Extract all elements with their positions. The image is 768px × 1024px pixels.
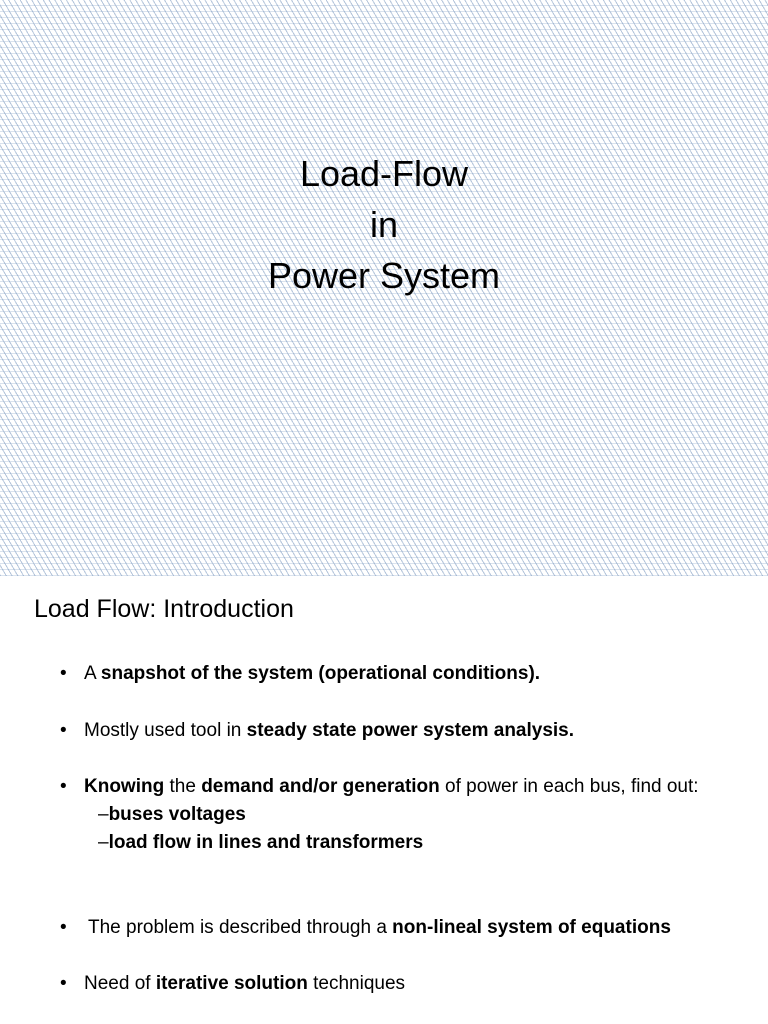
content-heading: Load Flow: Introduction	[34, 595, 294, 623]
bullet-item-3: • Knowing the demand and/or generation o…	[60, 773, 750, 857]
sub-item-dash: –	[98, 832, 109, 853]
bullet-text-bold: snapshot of the system (operational cond…	[100, 663, 541, 684]
sub-item-dash: –	[98, 804, 109, 825]
bullet-text-bold: steady state power system analysis.	[246, 720, 575, 741]
title-line-2: in	[369, 204, 399, 245]
bullet-item-1: • A snapshot of the system (operational …	[60, 660, 750, 688]
bullet-text-bold: non-lineal system of equations	[392, 917, 671, 938]
bullet-text-bold: Knowing	[84, 776, 165, 797]
bullet-glyph: •	[60, 776, 67, 797]
sub-item-buses-voltages: –buses voltages	[98, 801, 750, 829]
bullet-glyph: •	[60, 917, 67, 938]
bullet-text-plain: techniques	[307, 973, 406, 994]
title-line-1: Load-Flow	[299, 153, 469, 194]
bullet-text-plain: of power in each bus, find out:	[439, 776, 699, 797]
title-slide: Load-Flow in Power System	[0, 0, 768, 576]
bullet-text-plain: the	[164, 776, 202, 797]
bullet-glyph: •	[60, 973, 67, 994]
sub-item-text: buses voltages	[108, 804, 246, 825]
bullet-text: A snapshot of the system (operational co…	[84, 660, 750, 688]
bullet-text-plain: The problem is described through a	[88, 917, 393, 938]
bullet-text: The problem is described through a non-l…	[88, 914, 750, 942]
bullet-item-4: • The problem is described through a non…	[60, 914, 750, 942]
bullet-glyph: •	[60, 720, 67, 741]
slide-title: Load-Flow in Power System	[0, 148, 768, 301]
title-line-3: Power System	[267, 255, 501, 296]
bullet-text-plain: A	[84, 663, 101, 684]
bullet-text: Mostly used tool in steady state power s…	[84, 717, 750, 745]
bullet-text: Knowing the demand and/or generation of …	[84, 773, 750, 801]
bullet-text-plain: Mostly used tool in	[84, 720, 247, 741]
bullet-text-bold: demand and/or generation	[201, 776, 440, 797]
bullet-glyph: •	[60, 663, 67, 684]
bullet-item-2: • Mostly used tool in steady state power…	[60, 717, 750, 745]
bullet-text-bold: iterative solution	[155, 973, 308, 994]
sub-item-text: load flow in lines and transformers	[108, 832, 424, 853]
bullet-item-5: • Need of iterative solution techniques	[60, 970, 750, 998]
sub-item-load-flow: –load flow in lines and transformers	[98, 829, 750, 857]
content-slide: Load Flow: Introduction • A snapshot of …	[0, 576, 768, 1024]
bullet-text-plain: Need of	[84, 973, 156, 994]
bullet-text: Need of iterative solution techniques	[84, 970, 750, 998]
